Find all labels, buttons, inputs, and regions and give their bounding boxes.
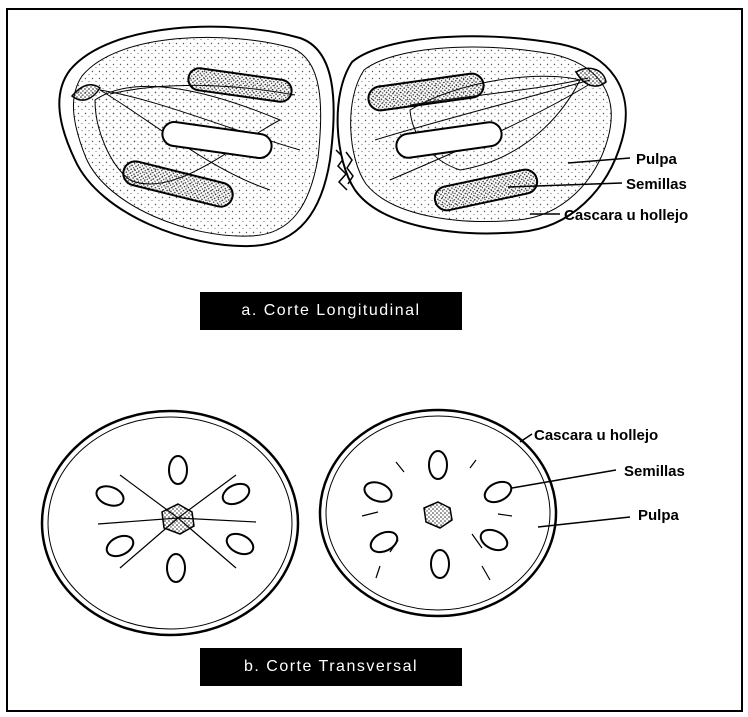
label-cascara-trans: Cascara u hollejo [534,427,658,444]
longitudinal-right-half [338,36,626,233]
left-slice-seed-bottom [167,554,185,582]
caption-transversal: b. Corte Transversal [200,648,462,686]
label-cascara-long: Cascara u hollejo [564,207,688,224]
caption-longitudinal: a. Corte Longitudinal [200,292,462,330]
left-slice-seed-top [169,456,187,484]
right-slice-seed-bottom [431,550,449,578]
label-pulpa-trans: Pulpa [638,507,679,524]
transversal-left-slice [42,411,298,635]
right-slice-seed-top [429,451,447,479]
label-semillas-long: Semillas [626,176,687,193]
longitudinal-left-half [59,27,347,246]
label-pulpa-long: Pulpa [636,151,677,168]
label-semillas-trans: Semillas [624,463,685,480]
leader-cascara-trans [520,434,532,442]
